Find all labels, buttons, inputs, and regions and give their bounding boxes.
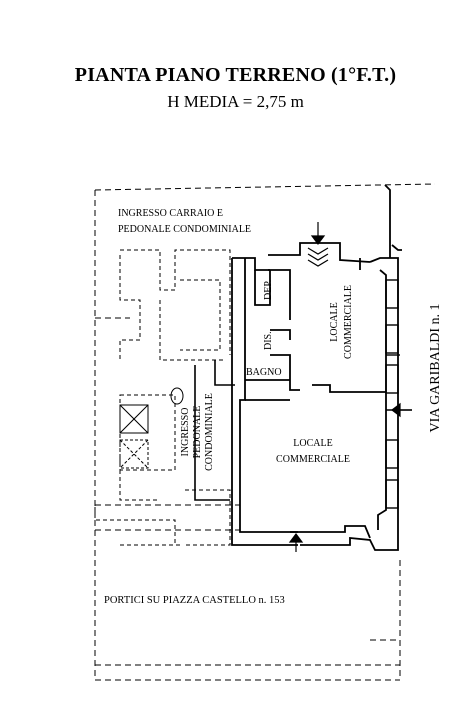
entrance-arrow-top (307, 222, 329, 267)
plan-subtitle: H MEDIA = 2,75 m (167, 92, 304, 111)
label-dis: DIS. (263, 331, 274, 350)
pedestrian-corridor (194, 360, 235, 501)
hatched-areas (119, 387, 184, 469)
label-dep: DEP. (263, 280, 274, 300)
label-ingresso-carraio-1: INGRESSO CARRAIO E (118, 208, 223, 219)
label-locale-commerciale-bottom-1: LOCALE (293, 438, 332, 449)
label-ingresso-pedonale-3: CONDOMINIALE (204, 393, 215, 471)
label-portici: PORTICI SU PIAZZA CASTELLO n. 153 (104, 595, 285, 606)
site-boundary (94, 183, 436, 681)
label-ingresso-pedonale-2: PEDONALE (192, 406, 203, 459)
label-ingresso-carraio-2: PEDONALE CONDOMINIALE (118, 224, 251, 235)
entrance-arrow-bottom (288, 533, 304, 552)
plan-title: PIANTA PIANO TERRENO (1°F.T.) (74, 64, 397, 86)
label-ingresso-pedonale-1: INGRESSO (180, 408, 191, 457)
entrance-arrow-right (391, 402, 412, 418)
entrance-arrows (288, 222, 412, 552)
label-locale-commerciale-top-1: LOCALE (329, 302, 340, 341)
label-locale-commerciale-bottom-2: COMMERCIALE (276, 454, 350, 465)
label-locale-commerciale-top-2: COMMERCIALE (343, 285, 354, 359)
facade-pilasters (385, 279, 412, 509)
label-via-garibaldi: VIA GARIBALDI n. 1 (428, 303, 443, 432)
label-bagno: BAGNO (246, 367, 282, 378)
property-walls (231, 184, 402, 551)
